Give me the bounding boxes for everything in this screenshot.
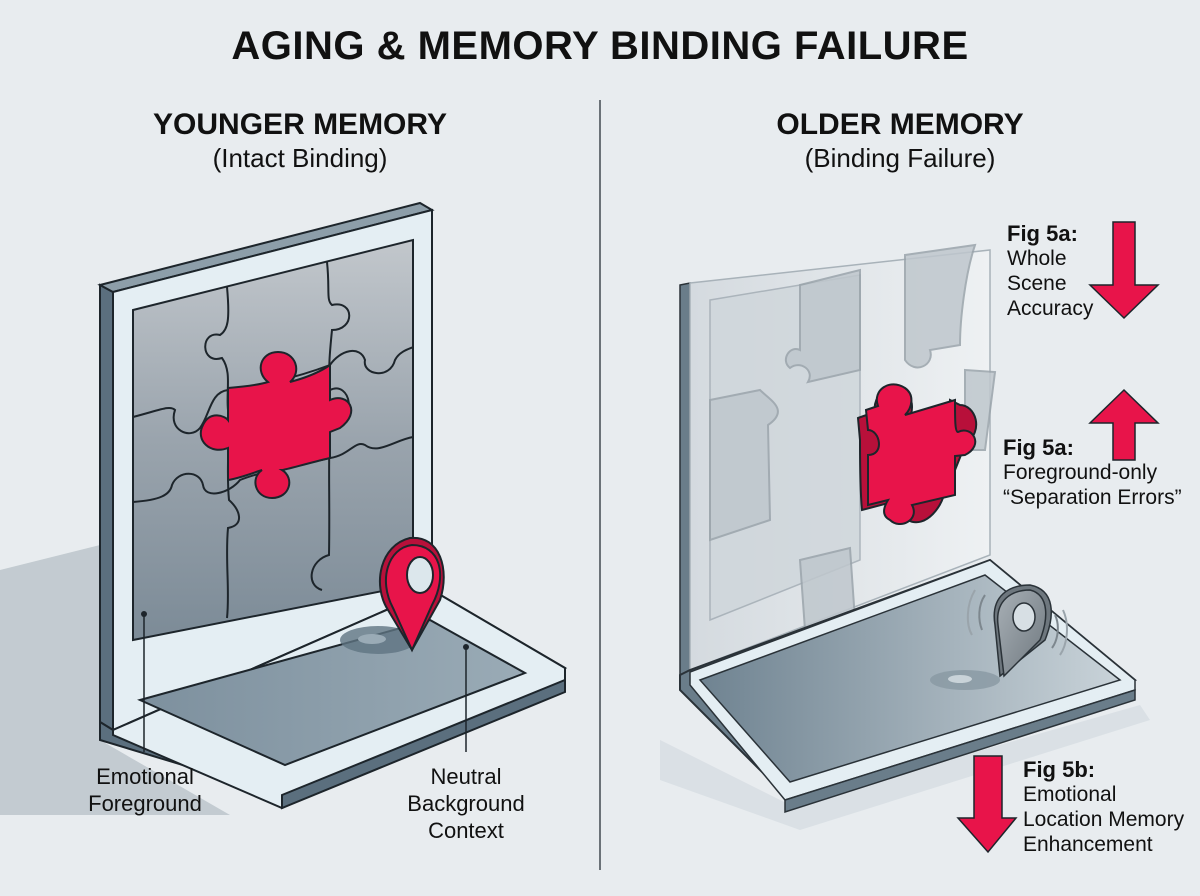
- red-puzzle-piece: [200, 350, 353, 500]
- older-memory-subheading: (Binding Failure): [804, 143, 996, 173]
- arrow-down-icon-location-memory: [956, 755, 1018, 854]
- younger-memory-header: YOUNGER MEMORY (Intact Binding): [70, 108, 530, 174]
- older-memory-heading: OLDER MEMORY: [776, 108, 1024, 141]
- panel-divider: [599, 100, 601, 870]
- younger-memory-heading: YOUNGER MEMORY: [153, 108, 447, 141]
- older-memory-scene: [660, 221, 1160, 854]
- location-pin-icon-red: [378, 536, 445, 653]
- neutral-background-label: Neutral Background Context: [407, 764, 525, 843]
- arrow-up-icon-separation-errors: [1088, 388, 1160, 461]
- older-memory-header: OLDER MEMORY (Binding Failure): [670, 108, 1130, 174]
- floor-panel: [137, 618, 528, 767]
- younger-memory-scene: [0, 201, 568, 815]
- location-pin-icon-grey: [966, 584, 1068, 678]
- annotation-whole-scene-accuracy: Fig 5a: Whole Scene Accuracy: [1007, 221, 1094, 320]
- page-title: AGING & MEMORY BINDING FAILURE: [231, 24, 969, 68]
- vibration-icon: [978, 594, 986, 631]
- arrow-down-icon-whole-scene: [1088, 221, 1160, 320]
- emotional-foreground-label: Emotional Foreground: [88, 764, 202, 816]
- detached-red-puzzle-piece: [856, 383, 978, 525]
- annotation-location-memory: Fig 5b: Emotional Location Memory Enhanc…: [1023, 757, 1185, 856]
- scene-shadow: [0, 545, 230, 815]
- younger-memory-subheading: (Intact Binding): [212, 143, 388, 173]
- annotation-separation-errors: Fig 5a: Foreground-only “Separation Erro…: [1003, 435, 1182, 509]
